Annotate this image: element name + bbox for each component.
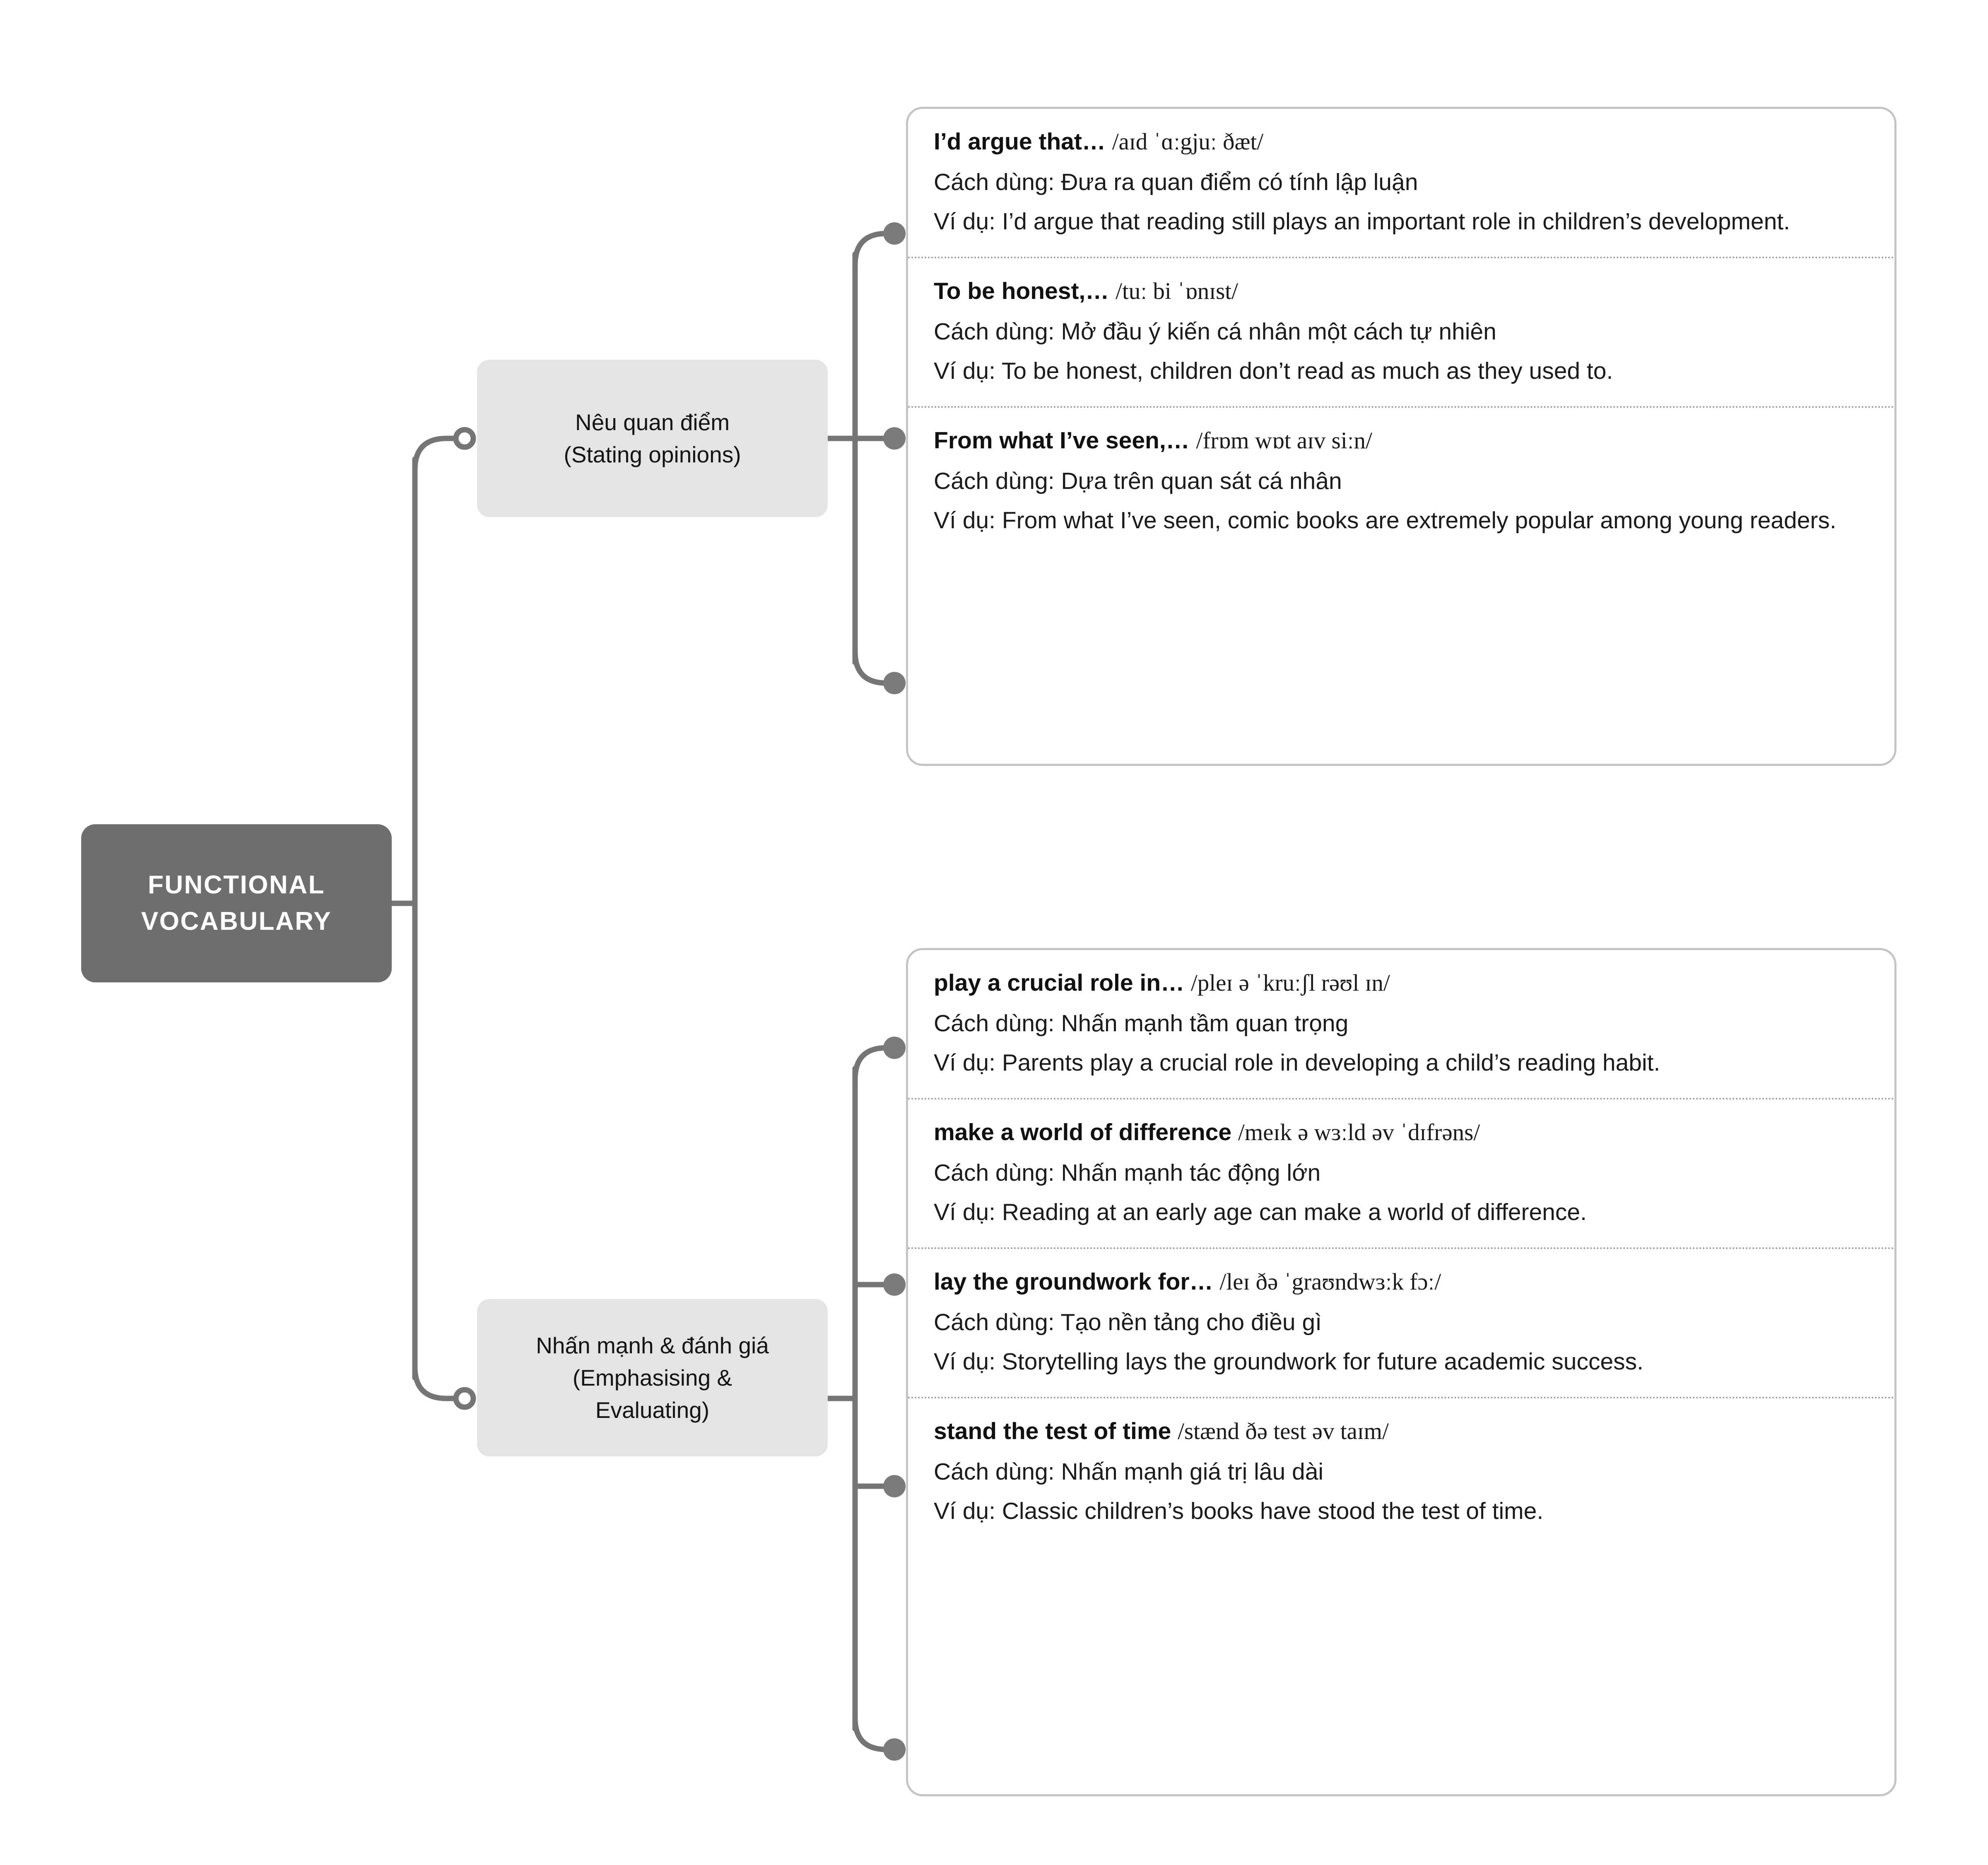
entry-term: To be honest,… (934, 278, 1109, 305)
entry-head: lay the groundwork for… /leɪ ðə ˈgraʊndw… (934, 1265, 1869, 1299)
branch-1-entry-dot-3 (883, 1738, 906, 1761)
branch-1-label-line-1: Nhấn mạnh & đánh giá (536, 1332, 769, 1358)
entry-usage: Cách dùng: Tạo nền tảng cho điều gì (934, 1309, 1322, 1336)
entry-example: Ví dụ: Reading at an early age can make … (934, 1199, 1587, 1226)
branch-1-label-line-3: Evaluating) (595, 1397, 710, 1423)
trunk-elbow-branch-1 (412, 1364, 460, 1401)
entry-head: I’d argue that… /aɪd ˈɑːgjuː ðæt/ (934, 125, 1869, 159)
entry-ipa: /aɪd ˈɑːgjuː ðæt/ (1112, 129, 1264, 155)
entry-example: Ví dụ: Parents play a crucial role in de… (934, 1049, 1660, 1076)
branch-1-leg-3 (852, 1715, 895, 1752)
branch-0-leg-2 (852, 649, 895, 686)
branch-0-input-marker (453, 427, 476, 450)
card-entry[interactable]: make a world of difference /meɪk ə wɜːld… (908, 1098, 1894, 1247)
branch-1-label-line-2: (Emphasising & (572, 1364, 733, 1391)
branch-0-label-line-2: (Stating opinions) (564, 442, 741, 467)
card-entry[interactable]: To be honest,… /tuː bi ˈɒnɪst/ Cách dùng… (908, 257, 1894, 406)
branch-1-entry-dot-2 (883, 1475, 906, 1497)
entry-example: Ví dụ: Storytelling lays the groundwork … (934, 1348, 1643, 1375)
entry-term: I’d argue that… (934, 128, 1106, 155)
branch-node-stating-opinions[interactable]: Nêu quan điểm (Stating opinions) (477, 360, 828, 517)
branch-1-input-marker (453, 1387, 476, 1410)
entry-ipa: /leɪ ðə ˈgraʊndwɜːk fɔː/ (1219, 1269, 1441, 1295)
card-entry[interactable]: stand the test of time /stænd ðə test əv… (908, 1397, 1894, 1546)
entry-usage: Cách dùng: Nhấn mạnh tầm quan trọng (934, 1010, 1349, 1037)
entry-usage: Cách dùng: Dựa trên quan sát cá nhân (934, 468, 1342, 495)
branch-1-entry-dot-1 (883, 1273, 906, 1296)
entry-term: stand the test of time (934, 1418, 1171, 1445)
entry-ipa: /tuː bi ˈɒnɪst/ (1116, 278, 1238, 305)
branch-node-emphasising-evaluating[interactable]: Nhấn mạnh & đánh giá (Emphasising & Eval… (477, 1299, 828, 1456)
entry-ipa: /stænd ðə test əv taɪm/ (1178, 1418, 1389, 1445)
card-group-stating-opinions: I’d argue that… /aɪd ˈɑːgjuː ðæt/ Cách d… (906, 107, 1896, 766)
card-entry[interactable]: From what I’ve seen,… /frɒm wɒt aɪv siːn… (908, 406, 1894, 556)
entry-head: make a world of difference /meɪk ə wɜːld… (934, 1115, 1869, 1150)
entry-head: From what I’ve seen,… /frɒm wɒt aɪv siːn… (934, 424, 1869, 458)
card-entry[interactable]: lay the groundwork for… /leɪ ðə ˈgraʊndw… (908, 1247, 1894, 1397)
branch-0-entry-dot-2 (883, 672, 906, 694)
root-title-line-1: FUNCTIONAL (148, 870, 325, 899)
entry-usage: Cách dùng: Nhấn mạnh tác động lớn (934, 1160, 1321, 1186)
entry-example: Ví dụ: Classic children’s books have sto… (934, 1498, 1544, 1525)
entry-ipa: /meɪk ə wɜːld əv ˈdɪfrəns/ (1238, 1119, 1480, 1146)
branch-1-leg-0 (852, 1045, 895, 1082)
entry-term: lay the groundwork for… (934, 1268, 1213, 1295)
entry-term: play a crucial role in… (934, 970, 1185, 996)
entry-usage: Cách dùng: Mở đầu ý kiến cá nhân một các… (934, 318, 1496, 345)
entry-term: From what I’ve seen,… (934, 427, 1190, 454)
entry-example: Ví dụ: I’d argue that reading still play… (934, 208, 1790, 235)
root-node[interactable]: FUNCTIONAL VOCABULARY (81, 824, 392, 982)
card-group-emphasising-evaluating: play a crucial role in… /pleɪ ə ˈkruːʃl … (906, 948, 1896, 1796)
branch-0-leg-0 (852, 231, 895, 268)
card-entry[interactable]: I’d argue that… /aɪd ˈɑːgjuː ðæt/ Cách d… (908, 109, 1894, 257)
branch-0-entry-dot-0 (883, 222, 906, 245)
entry-head: To be honest,… /tuː bi ˈɒnɪst/ (934, 274, 1869, 308)
trunk-elbow-branch-0 (412, 436, 460, 473)
entry-usage: Cách dùng: Đưa ra quan điểm có tính lập … (934, 169, 1418, 196)
entry-usage: Cách dùng: Nhấn mạnh giá trị lâu dài (934, 1458, 1324, 1485)
entry-head: stand the test of time /stænd ðə test əv… (934, 1414, 1869, 1449)
branch-0-entry-dot-1 (883, 427, 906, 450)
entry-example: Ví dụ: From what I’ve seen, comic books … (934, 507, 1836, 534)
root-title-line-2: VOCABULARY (141, 907, 332, 936)
entry-ipa: /pleɪ ə ˈkruːʃl rəʊl ɪn/ (1190, 970, 1390, 996)
entry-example: Ví dụ: To be honest, children don’t read… (934, 358, 1613, 385)
branch-1-entry-dot-0 (883, 1037, 906, 1059)
entry-term: make a world of difference (934, 1119, 1232, 1146)
entry-ipa: /frɒm wɒt aɪv siːn/ (1196, 428, 1372, 454)
entry-head: play a crucial role in… /pleɪ ə ˈkruːʃl … (934, 966, 1869, 1000)
card-entry[interactable]: play a crucial role in… /pleɪ ə ˈkruːʃl … (908, 950, 1894, 1098)
branch-0-label-line-1: Nêu quan điểm (575, 409, 730, 435)
